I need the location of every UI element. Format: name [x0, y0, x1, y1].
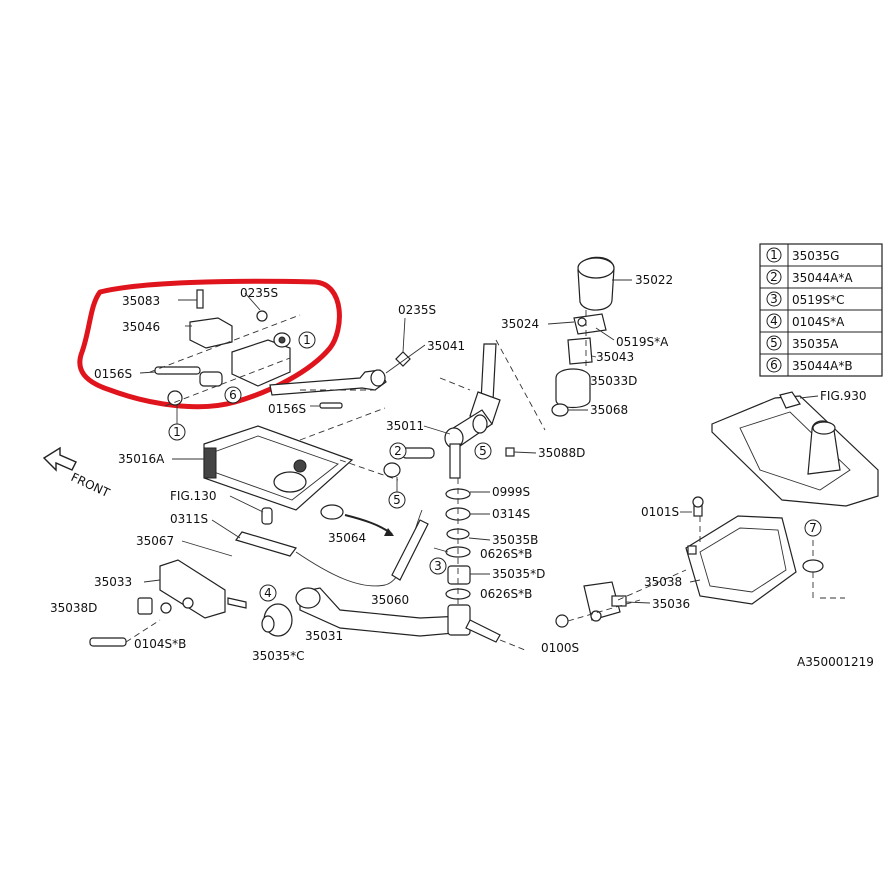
legend-code: 35035A	[792, 337, 839, 351]
part-label-0156s: 0156S	[94, 367, 132, 381]
part-label-35038d: 35038D	[50, 601, 97, 615]
part-label-35067: 35067	[136, 534, 174, 548]
lower-bracket	[89, 559, 247, 647]
callout-2: 2	[394, 444, 402, 458]
legend-code: 0104S*A	[792, 315, 845, 329]
part-label-0311s: 0311S	[170, 512, 208, 526]
part-label-35068: 35068	[590, 403, 628, 417]
part-label-0101s: 0101S	[641, 505, 679, 519]
part-label-0235s: 0235S	[240, 286, 278, 300]
front-arrow-icon	[42, 446, 77, 472]
part-label-35033d: 35033D	[590, 374, 637, 388]
part-label-0156s: 0156S	[268, 402, 306, 416]
part-label-35038: 35038	[644, 575, 682, 589]
callout-3: 3	[434, 559, 442, 573]
part-label-35046: 35046	[122, 320, 160, 334]
part-label-35011: 35011	[386, 419, 424, 433]
legend-code: 35044A*A	[792, 271, 853, 285]
part-label-35022: 35022	[635, 273, 673, 287]
console-boot	[711, 391, 879, 507]
part-label-35035d: 35035*D	[492, 567, 545, 581]
part-label-35033: 35033	[94, 575, 132, 589]
callout-1: 1	[173, 425, 181, 439]
shift-lever-stack	[383, 339, 546, 605]
part-label-0999s: 0999S	[492, 485, 530, 499]
part-label-35035c: 35035*C	[252, 649, 305, 663]
part-label-35041: 35041	[427, 339, 465, 353]
part-label-35088d: 35088D	[538, 446, 585, 460]
part-label-35016a: 35016A	[118, 452, 165, 466]
legend-code: 35035G	[792, 249, 839, 263]
shift-cable	[235, 504, 429, 587]
diagram-reference-number: A350001219	[797, 655, 874, 669]
part-label-35083: 35083	[122, 294, 160, 308]
part-label-0626sb: 0626S*B	[480, 587, 532, 601]
part-label-0314s: 0314S	[492, 507, 530, 521]
part-label-35036: 35036	[652, 597, 690, 611]
shift-rod	[269, 317, 426, 409]
legend-num: 2	[770, 270, 778, 284]
part-label-35024: 35024	[501, 317, 539, 331]
callout-7: 7	[809, 521, 817, 535]
part-label-0626sb: 0626S*B	[480, 547, 532, 561]
callout-5: 5	[479, 444, 487, 458]
shift-bracket-assembly	[139, 289, 301, 407]
legend-table: 1 35035G 2 35044A*A 3 0519S*C 4 0104S*A …	[759, 243, 883, 377]
legend-num: 6	[770, 358, 778, 372]
red-highlight-outline	[77, 278, 342, 410]
part-label-0519sa: 0519S*A	[616, 335, 669, 349]
part-label-0100s: 0100S	[541, 641, 579, 655]
shift-knob-assembly	[551, 256, 615, 417]
legend-code: 35044A*B	[792, 359, 853, 373]
part-label-fig130: FIG.130	[170, 489, 216, 503]
callout-6: 6	[229, 388, 237, 402]
lever-assembly	[261, 587, 526, 651]
part-label-0104sb: 0104S*B	[134, 637, 186, 651]
legend-num: 1	[770, 248, 778, 262]
lower-console-plate	[555, 496, 845, 628]
part-label-35043: 35043	[596, 350, 634, 364]
part-label-35060: 35060	[371, 593, 409, 607]
shift-base-plate	[203, 407, 399, 511]
legend-code: 0519S*C	[792, 293, 845, 307]
callout-4: 4	[264, 586, 272, 600]
legend-num: 4	[770, 314, 778, 328]
callout-5: 5	[393, 493, 401, 507]
part-label-fig930: FIG.930	[820, 389, 866, 403]
part-label-35035b: 35035B	[492, 533, 538, 547]
part-label-0235s: 0235S	[398, 303, 436, 317]
part-label-35031: 35031	[305, 629, 343, 643]
legend-num: 5	[770, 336, 778, 350]
callout-1: 1	[303, 333, 311, 347]
legend-num: 3	[770, 292, 778, 306]
part-label-35064: 35064	[328, 531, 366, 545]
front-label: FRONT	[69, 470, 113, 500]
